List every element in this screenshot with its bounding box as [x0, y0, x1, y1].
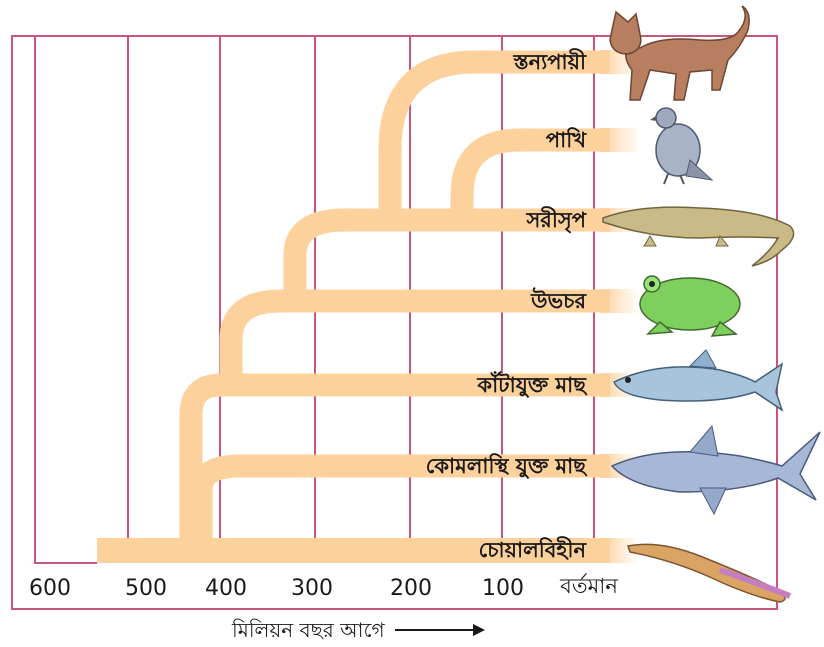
fish-icon — [614, 350, 782, 410]
time-axis-caption-text: মিলিয়ন বছর আগে — [232, 620, 385, 640]
label-bony-fish: কাঁটাযুক্ত মাছ — [477, 375, 586, 396]
time-axis-caption: মিলিয়ন বছর আগে — [232, 620, 483, 640]
tick-600: 600 — [29, 578, 71, 600]
label-reptiles: সরীসৃপ — [526, 210, 586, 231]
tick-100: 100 — [482, 578, 524, 600]
label-jawless: চোয়ালবিহীন — [479, 540, 586, 561]
tick-present: বর্তমান — [560, 576, 618, 597]
shark-icon — [612, 426, 820, 514]
frog-icon — [640, 276, 740, 336]
era-600-box — [35, 36, 97, 563]
branch-tips — [600, 50, 640, 563]
tick-500: 500 — [125, 578, 167, 600]
tick-300: 300 — [291, 578, 333, 600]
label-mammals: স্তন্যপায়ী — [514, 52, 586, 73]
label-cartilaginous-fish: কোমলাস্থি যুক্ত মাছ — [426, 456, 586, 477]
tick-200: 200 — [390, 578, 432, 600]
crocodile-icon — [603, 207, 794, 266]
label-birds: পাখি — [546, 130, 586, 151]
pigeon-icon — [650, 108, 712, 184]
tick-400: 400 — [205, 578, 247, 600]
arrow-right-icon — [395, 629, 483, 631]
cat-icon — [610, 6, 749, 100]
lamprey-icon — [628, 544, 790, 602]
label-amphibians: উভচর — [531, 291, 586, 312]
